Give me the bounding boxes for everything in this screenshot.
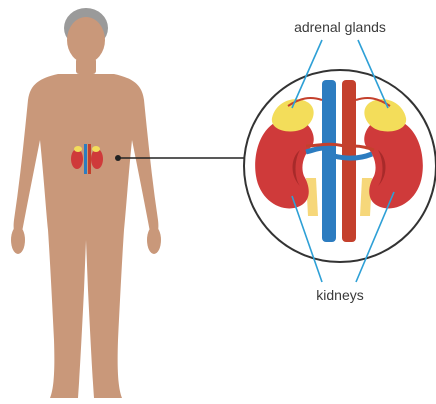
human-body-silhouette [11,8,161,398]
zoom-connector [115,155,246,161]
small-adrenal-left [74,146,82,152]
small-vein [84,144,87,174]
label-kidneys: kidneys [316,287,363,303]
head [67,17,105,63]
renal-artery-left [306,144,344,146]
aorta [342,80,356,242]
small-adrenal-right [92,146,100,152]
small-artery [88,144,91,174]
small-kidney-right [91,149,103,169]
vena-cava [322,80,336,242]
right-hand [147,226,161,254]
body [14,74,159,398]
neck [76,58,96,74]
label-adrenal-glands: adrenal glands [294,19,386,35]
left-hand [11,226,25,254]
small-kidney-left [71,149,83,169]
